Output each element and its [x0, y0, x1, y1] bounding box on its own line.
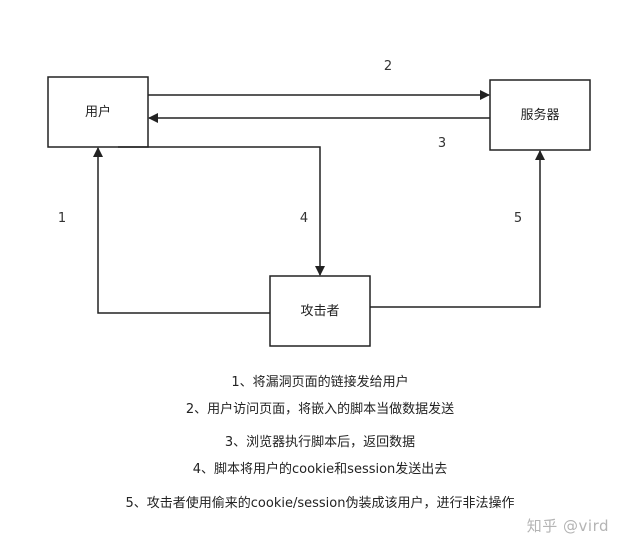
- edge-1-attacker-to-user: [93, 147, 270, 314]
- step-4-text: 4、脚本将用户的cookie和session发送出去: [192, 462, 448, 477]
- node-attacker-label: 攻击者: [300, 304, 339, 319]
- edge-4-user-to-attacker: [118, 146, 325, 276]
- node-server: 服务器: [489, 79, 591, 151]
- edge-label-3: 3: [438, 136, 446, 151]
- node-server-label: 服务器: [520, 107, 559, 123]
- step-3-text: 3、浏览器执行脚本后，返回数据: [224, 435, 416, 450]
- edge-label-2: 2: [384, 59, 392, 74]
- edge-label-5: 5: [514, 211, 522, 226]
- node-attacker: 攻击者: [269, 275, 371, 347]
- step-2-text: 2、用户访问页面，将嵌入的脚本当做数据发送: [185, 402, 455, 417]
- edge-5-attacker-to-server: [370, 150, 545, 308]
- step-5-text: 5、攻击者使用偷来的cookie/session伪装成该用户，进行非法操作: [125, 496, 515, 511]
- node-user: 用户: [47, 76, 149, 148]
- edge-label-4: 4: [300, 211, 308, 226]
- edge-label-1: 1: [58, 211, 66, 226]
- node-user-label: 用户: [85, 104, 111, 120]
- watermark: 知乎 @vird: [526, 517, 609, 535]
- step-1-text: 1、将漏洞页面的链接发给用户: [231, 375, 409, 390]
- xss-flow-diagram: 用户 服务器 攻击者 2 3 1 4 5: [47, 59, 591, 347]
